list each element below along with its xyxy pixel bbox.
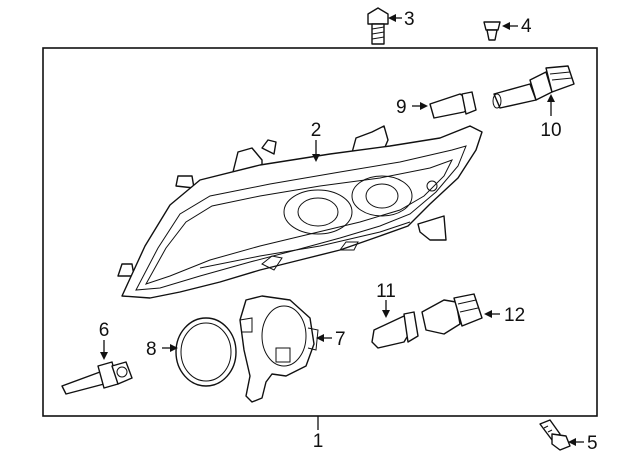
callout-2: 2: [311, 120, 322, 141]
seal-ring-part-8: [175, 317, 237, 387]
callout-1: 1: [313, 431, 324, 452]
callout-9: 9: [396, 97, 407, 118]
callout-7: 7: [335, 329, 346, 350]
callout-6: 6: [99, 320, 110, 341]
cover-part-7: [239, 295, 319, 403]
screw-part-5: [539, 419, 571, 451]
socket-part-6: [61, 361, 133, 395]
bulb-part-10: [492, 65, 575, 109]
callout-10: 10: [540, 120, 561, 141]
assembly-frame: [42, 47, 598, 417]
callout-5: 5: [587, 433, 598, 454]
callout-12: 12: [504, 305, 525, 326]
bulb-part-9: [429, 91, 477, 119]
leader-lines: [100, 14, 584, 446]
callout-4: 4: [521, 16, 532, 37]
socket-part-12: [421, 293, 483, 335]
clip-part-4: [483, 21, 501, 41]
callout-8: 8: [146, 339, 157, 360]
bulb-part-11: [371, 311, 419, 349]
callout-11: 11: [376, 281, 396, 302]
bolt-part-3: [367, 7, 389, 45]
callout-3: 3: [404, 9, 415, 30]
headlamp-housing-part: [117, 125, 483, 299]
